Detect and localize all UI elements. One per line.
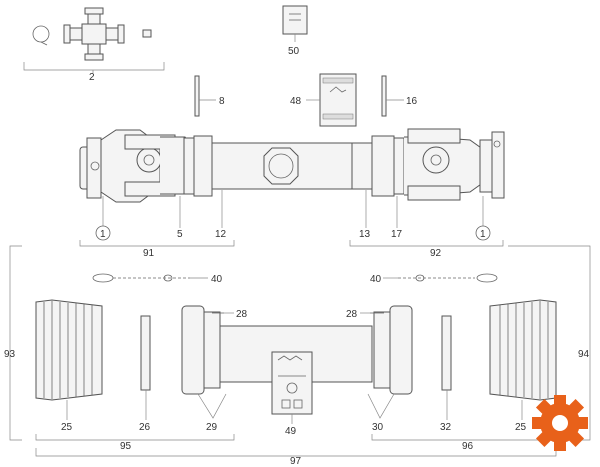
label-93: 93 <box>4 349 16 360</box>
safety-chain-left <box>92 273 190 283</box>
label-32: 32 <box>440 422 452 433</box>
cross-journal-part <box>63 7 125 61</box>
grease-nipple-part <box>142 29 152 38</box>
label-28-right: 28 <box>346 309 358 320</box>
label-26: 26 <box>139 422 151 433</box>
label-40-right: 40 <box>370 274 382 285</box>
bellows-guard-left <box>35 299 103 401</box>
label-30: 30 <box>372 422 384 433</box>
label-8: 8 <box>219 96 225 107</box>
manual-booklet-part <box>282 5 308 35</box>
label-13: 13 <box>359 229 371 240</box>
bracket-line <box>23 62 165 71</box>
label-2: 2 <box>89 72 95 83</box>
drive-shaft-assembly <box>79 128 505 203</box>
label-25-right: 25 <box>515 422 527 433</box>
label-1-right: 1 <box>480 229 486 240</box>
label-12: 12 <box>215 229 227 240</box>
label-1-left: 1 <box>100 229 106 240</box>
label-97: 97 <box>290 456 302 467</box>
label-5: 5 <box>177 229 183 240</box>
guard-rod-right <box>381 75 387 117</box>
gear-logo-icon <box>532 395 588 451</box>
label-29: 29 <box>206 422 218 433</box>
label-49: 49 <box>285 426 297 437</box>
label-28-left: 28 <box>236 309 248 320</box>
bearing-ring-left <box>140 315 151 391</box>
guard-decal-part <box>271 351 313 415</box>
bellows-guard-right <box>489 299 557 401</box>
label-96: 96 <box>462 441 474 452</box>
label-92: 92 <box>430 248 442 259</box>
label-17: 17 <box>391 229 403 240</box>
safety-chain-right <box>398 273 498 283</box>
bearing-ring-right <box>441 315 452 391</box>
label-25-left: 25 <box>61 422 73 433</box>
guard-rod-left <box>194 75 200 117</box>
circlip-part <box>32 25 50 46</box>
label-16: 16 <box>406 96 418 107</box>
label-91: 91 <box>143 248 155 259</box>
label-48: 48 <box>290 96 302 107</box>
warning-decal-part <box>319 73 357 127</box>
label-94: 94 <box>578 349 590 360</box>
label-95: 95 <box>120 441 132 452</box>
label-40-left: 40 <box>211 274 223 285</box>
label-50: 50 <box>288 46 300 57</box>
